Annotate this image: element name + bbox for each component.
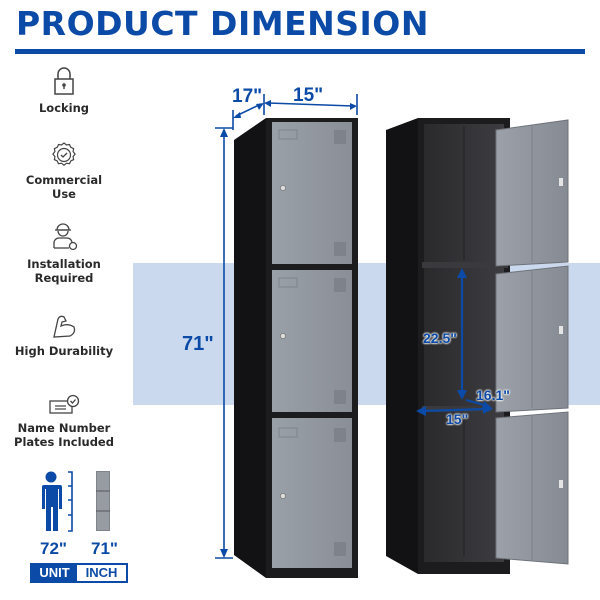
title-underline xyxy=(15,49,585,54)
feature-locking: Locking xyxy=(0,66,128,115)
compartment-width-label: 15" xyxy=(446,411,469,427)
flexed-arm-icon xyxy=(53,315,76,338)
locker-open xyxy=(386,118,569,574)
feature-label-line: Installation xyxy=(27,257,101,271)
feature-label-line: Use xyxy=(52,187,76,201)
badge-check-icon xyxy=(52,142,76,166)
feature-name-plates: Name Number Plates Included xyxy=(0,394,128,449)
width-label: 15" xyxy=(293,85,324,106)
padlock-icon xyxy=(54,67,74,95)
feature-high-durability: High Durability xyxy=(0,313,128,358)
feature-label: High Durability xyxy=(14,344,114,358)
feature-label: Commercial Use xyxy=(0,173,128,201)
worker-wrench-icon xyxy=(53,223,78,251)
locker-closed xyxy=(234,118,358,578)
person-height-label: 72" xyxy=(40,539,67,558)
compartment-depth-label: 16.1" xyxy=(476,387,510,403)
locker-height-label: 71" xyxy=(91,539,118,558)
feature-commercial-use: Commercial Use xyxy=(0,142,128,201)
feature-installation-required: Installation Required xyxy=(0,220,128,285)
height-label: 71" xyxy=(182,333,214,355)
unit-label: UNIT xyxy=(32,565,77,581)
feature-label: Locking xyxy=(38,101,90,115)
person-height-icon xyxy=(42,471,73,532)
feature-label-line: Required xyxy=(34,271,94,285)
compartment-height-label: 22.5" xyxy=(423,330,457,346)
feature-label: Installation Required xyxy=(0,257,128,285)
feature-label-line: Plates Included xyxy=(14,435,114,449)
feature-label: Name Number Plates Included xyxy=(0,421,128,449)
page-title: PRODUCT DIMENSION xyxy=(16,4,429,43)
name-plate-icon xyxy=(49,394,80,414)
depth-label: 17" xyxy=(232,86,263,107)
feature-label-line: Name Number xyxy=(17,421,111,435)
locker-height-icon xyxy=(96,471,110,531)
unit-toggle[interactable]: UNIT INCH xyxy=(30,563,128,583)
unit-value-inch[interactable]: INCH xyxy=(85,565,118,580)
feature-label-line: Commercial xyxy=(25,173,103,187)
